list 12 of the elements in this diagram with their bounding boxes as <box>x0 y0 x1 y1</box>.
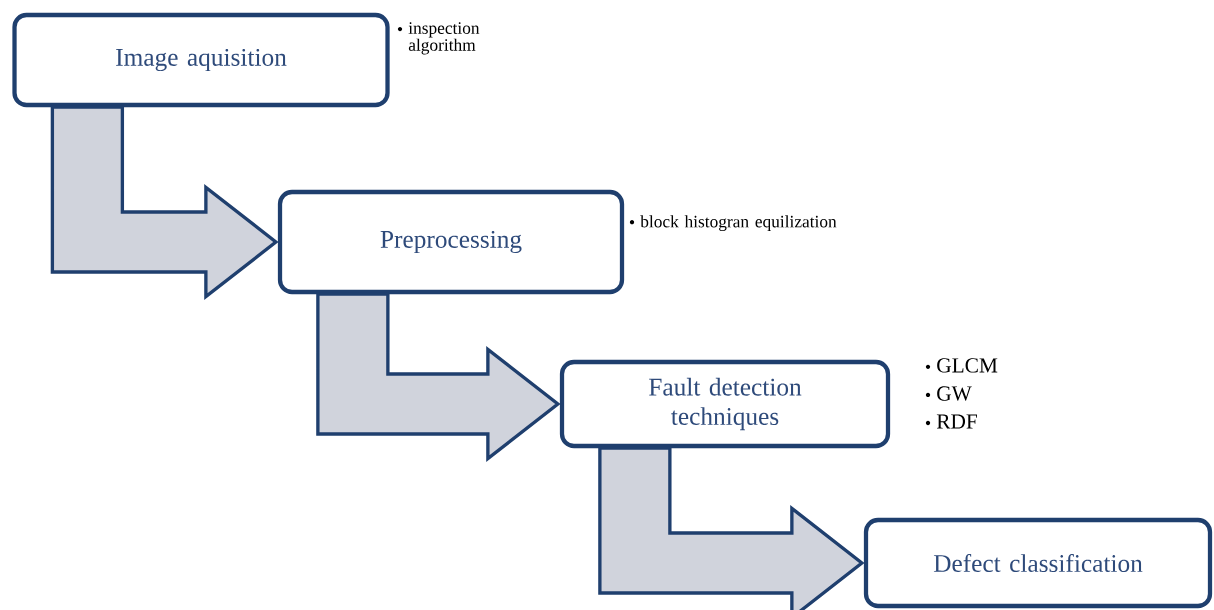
bullet-item: RDF <box>936 414 977 429</box>
bullet-item: GW <box>937 386 972 401</box>
process-box: Defect classification <box>863 517 1213 609</box>
block-arrow <box>598 446 865 610</box>
process-box: Image aquisition <box>12 12 390 108</box>
bullet-item: GLCM <box>937 358 998 373</box>
block-arrow <box>316 292 561 463</box>
bullet-item: block histogran equilization <box>640 215 837 232</box>
process-box: Fault detection techniques <box>559 359 891 449</box>
block-arrow <box>50 105 279 301</box>
bullet-item: inspection algorithm <box>408 22 480 55</box>
process-box: Preprocessing <box>277 189 625 295</box>
